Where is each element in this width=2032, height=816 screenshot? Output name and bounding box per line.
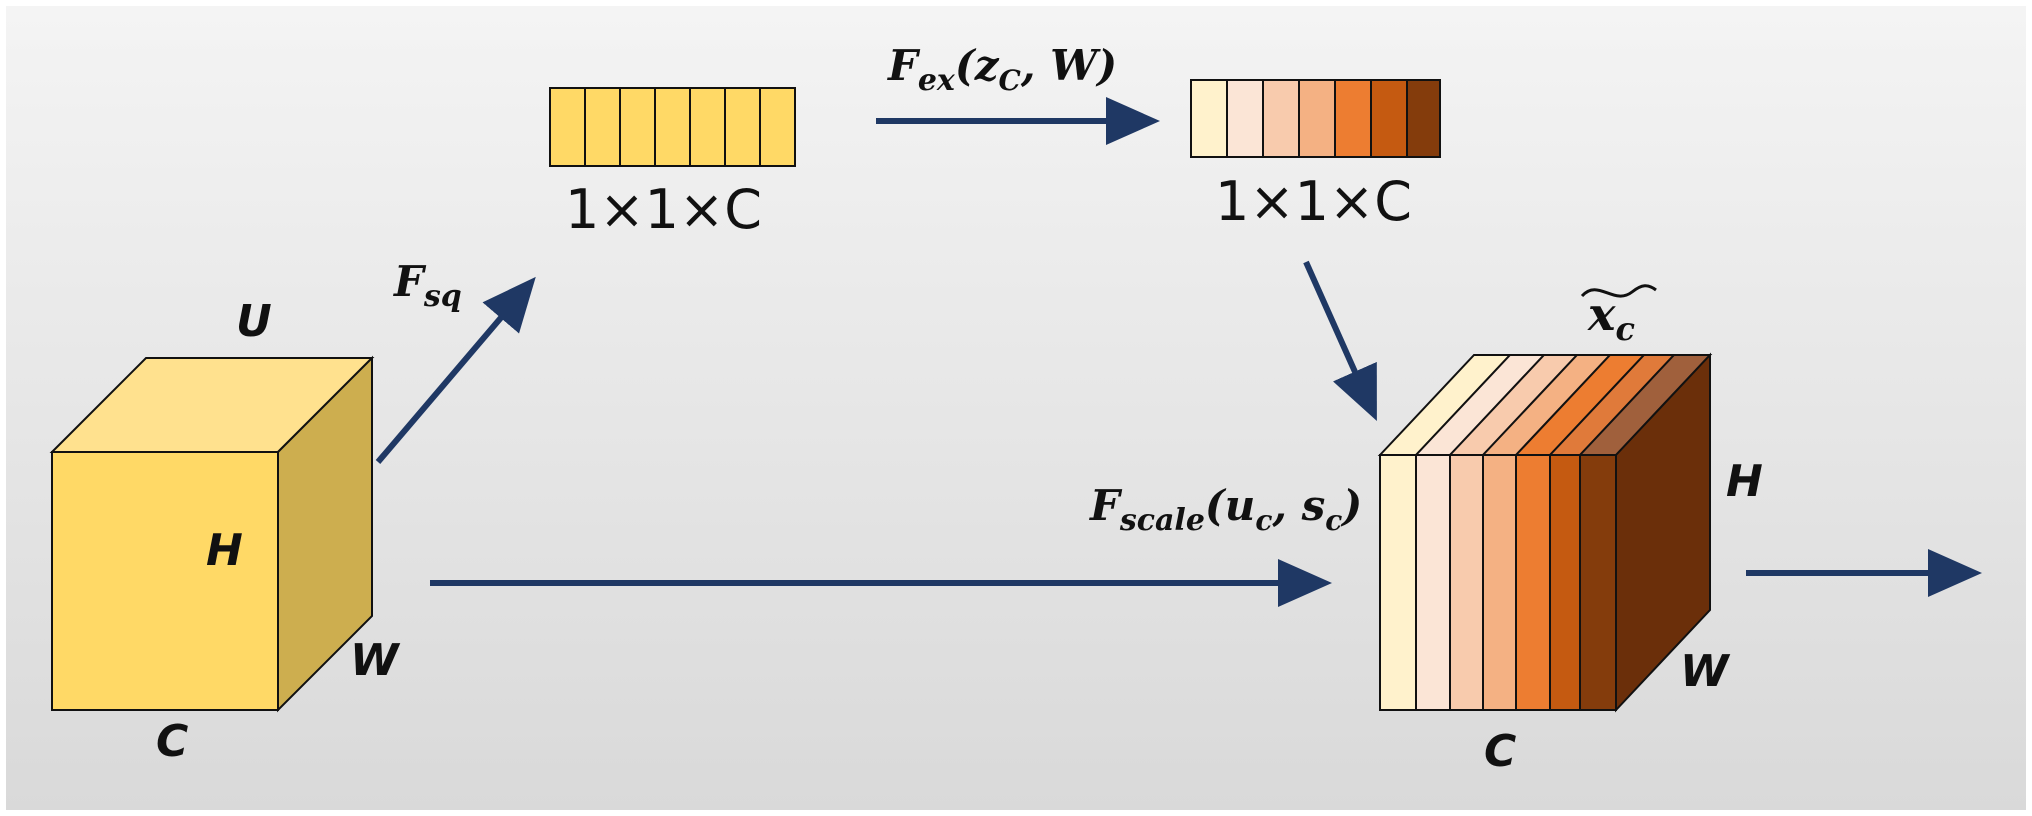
output-cube-front-slice bbox=[1415, 454, 1451, 711]
excitation-vector-cell bbox=[1406, 79, 1441, 158]
squeeze-vector-cell bbox=[619, 87, 656, 167]
output-cube-front-slice bbox=[1379, 454, 1417, 711]
squeeze-vector-cell bbox=[584, 87, 621, 167]
squeeze-dims-label: 1×1×C bbox=[565, 178, 762, 241]
excitation-vector-cell bbox=[1298, 79, 1336, 158]
excitation-vector-cell bbox=[1370, 79, 1408, 158]
output-cube-front-slice bbox=[1449, 454, 1484, 711]
output-cube-front-slice bbox=[1579, 454, 1617, 711]
excitation-op-label: Fex(zC, W) bbox=[887, 41, 1117, 98]
output-cube-front-slice bbox=[1482, 454, 1517, 711]
output-cube-label-width: W bbox=[1680, 646, 1731, 697]
excitation-vector-cell bbox=[1262, 79, 1300, 158]
squeeze-vector-cell bbox=[549, 87, 586, 167]
input-cube-label-height: H bbox=[206, 525, 243, 576]
excitation-vector-cell bbox=[1334, 79, 1372, 158]
squeeze-arrow bbox=[375, 276, 536, 464]
scale-op-label: Fscale(uc, sc) bbox=[1089, 481, 1362, 538]
output-cube-label-channel: C bbox=[1484, 726, 1516, 777]
squeeze-vector-cell bbox=[759, 87, 796, 167]
input-cube: U H W C bbox=[49, 296, 401, 767]
output-cube-label-top: xc bbox=[1587, 287, 1635, 348]
output-cube-front-slice bbox=[1549, 454, 1581, 711]
excitation-vector-cell bbox=[1190, 79, 1228, 158]
tilde-mark bbox=[1580, 284, 1657, 298]
squeeze-vector-cell bbox=[654, 87, 691, 167]
output-cube-label-height: H bbox=[1726, 456, 1763, 507]
weights-to-output-arrow bbox=[1303, 260, 1377, 421]
squeeze-vector-cell bbox=[724, 87, 761, 167]
squeeze-vector-cell bbox=[689, 87, 726, 167]
squeeze-vector: 1×1×C bbox=[549, 87, 796, 241]
squeeze-op-label: Fsq bbox=[393, 257, 462, 314]
excitation-vector-cell bbox=[1226, 79, 1264, 158]
input-cube-front-face bbox=[51, 451, 279, 711]
excitation-dims-label: 1×1×C bbox=[1215, 170, 1412, 233]
output-cube-front-slice bbox=[1515, 454, 1551, 711]
input-cube-label-top: U bbox=[236, 296, 272, 347]
input-cube-label-width: W bbox=[350, 635, 401, 686]
excitation-vector: 1×1×C bbox=[1190, 79, 1441, 233]
output-cube: xc H W C bbox=[1377, 284, 1763, 777]
input-cube-label-channel: C bbox=[156, 716, 188, 767]
